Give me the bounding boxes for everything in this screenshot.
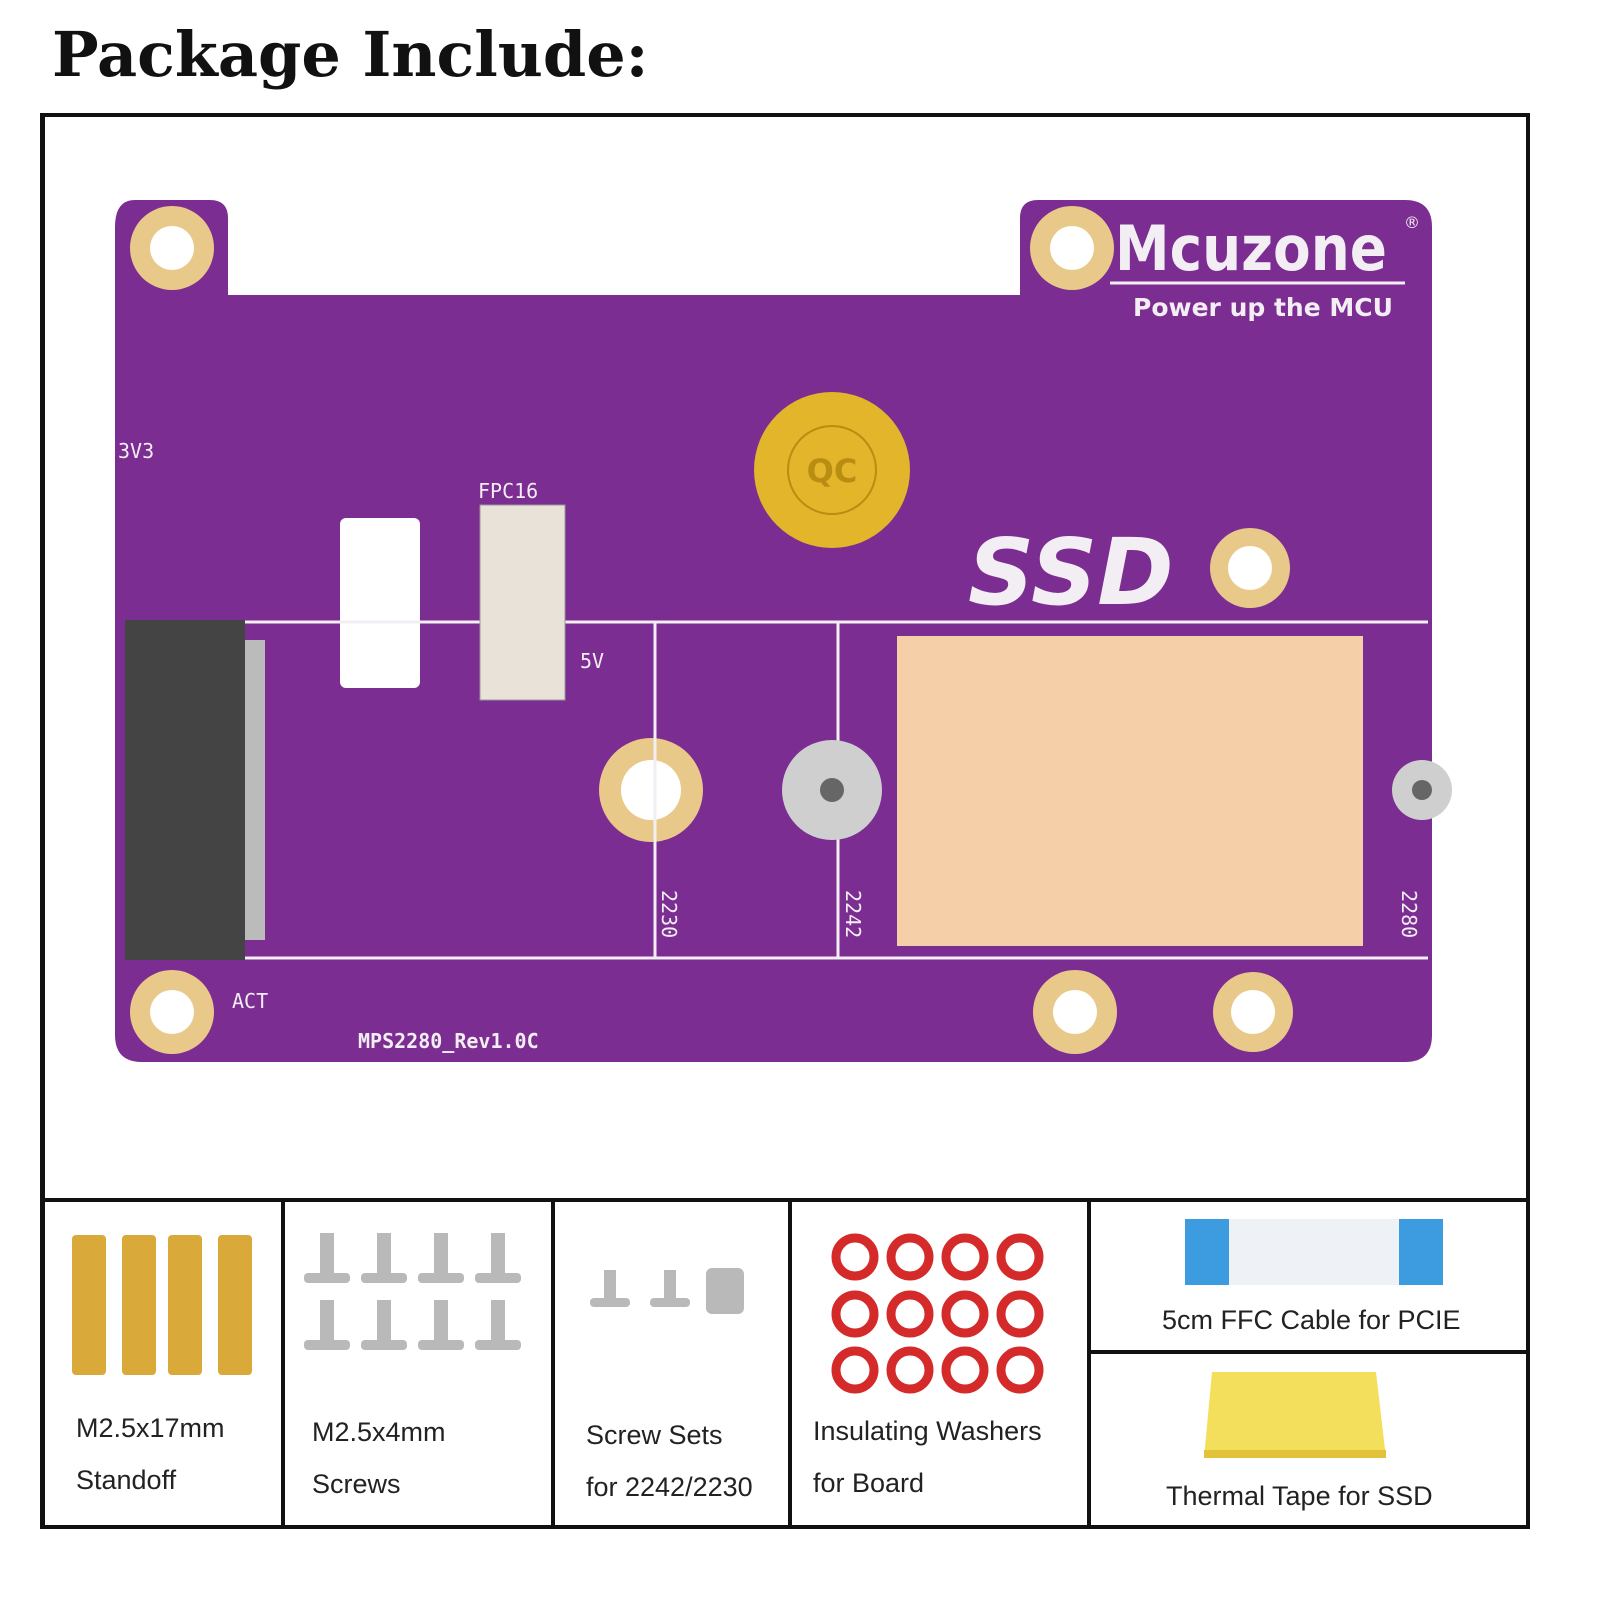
model-number: MPS2280_Rev1.0C xyxy=(358,1029,539,1053)
standoffs-image xyxy=(72,1235,252,1375)
svg-text:ACT: ACT xyxy=(232,989,268,1013)
svg-text:5V: 5V xyxy=(580,649,604,673)
qc-seal: QC xyxy=(807,452,858,490)
pcb-board: QC Mcuzone ® Power up the MCU SSD 3V3 FP… xyxy=(115,200,1452,1062)
registered-mark: ® xyxy=(1404,213,1420,232)
svg-text:3V3: 3V3 xyxy=(118,439,154,463)
thermal-tape-image xyxy=(1204,1372,1386,1458)
item-ffc-cable: 5cm FFC Cable for PCIE xyxy=(1162,1305,1461,1335)
svg-text:FPC16: FPC16 xyxy=(478,479,538,503)
divider xyxy=(40,1198,1526,1202)
svg-text:2242: 2242 xyxy=(841,890,865,938)
washers-image xyxy=(831,1233,1044,1394)
brand-logo: Mcuzone xyxy=(1115,212,1387,285)
ffc-cable-image xyxy=(1185,1219,1443,1285)
item-thermal-tape: Thermal Tape for SSD xyxy=(1166,1481,1433,1511)
package-frame xyxy=(40,113,1530,1529)
page-title: Package Include: xyxy=(52,18,649,91)
ssd-label: SSD xyxy=(968,519,1174,626)
screws-image xyxy=(304,1233,521,1350)
screw-set-image xyxy=(590,1268,744,1314)
slogan: Power up the MCU xyxy=(1133,293,1393,322)
svg-text:2230: 2230 xyxy=(657,890,681,938)
svg-text:2280: 2280 xyxy=(1397,890,1421,938)
